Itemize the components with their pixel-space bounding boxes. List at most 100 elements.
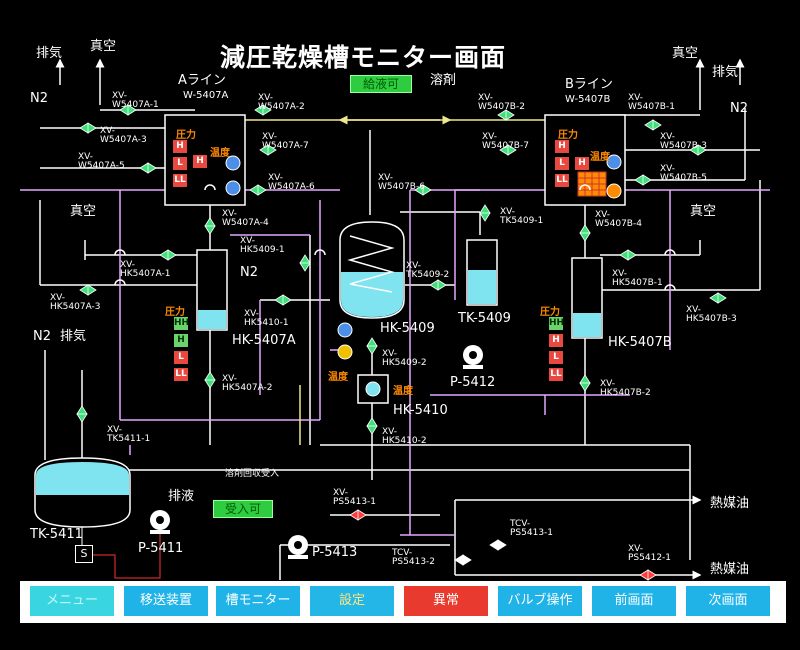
label-p5413: P-5413 bbox=[312, 545, 358, 560]
label-tk5411: TK-5411 bbox=[30, 527, 83, 542]
indicator-l-hka: L bbox=[174, 351, 188, 364]
label-hk5410: HK-5410 bbox=[393, 403, 448, 418]
tag-xvhk5407b3: XV- HK5407B-3 bbox=[686, 305, 737, 324]
tag-xvtk54111: XV- TK5411-1 bbox=[107, 425, 151, 444]
gauges bbox=[225, 154, 622, 360]
tag-xvhk54102: XV- HK5410-2 bbox=[382, 427, 427, 446]
indicator-ll-hkb: LL bbox=[549, 368, 563, 381]
vent-label-left: 排気 bbox=[36, 46, 63, 61]
indicator-l-hkb: L bbox=[549, 351, 563, 364]
label-hk5407a: HK-5407A bbox=[232, 333, 296, 348]
solvent-label: 溶剤 bbox=[430, 73, 457, 88]
line-a-tag: W-5407A bbox=[183, 90, 229, 101]
tag-xvhk54092: XV- HK5409-2 bbox=[382, 349, 427, 368]
vent-label-bottom: 排気 bbox=[60, 329, 87, 344]
tag-xv5407b2: XV- W5407B-2 bbox=[478, 93, 525, 112]
tag-xvtk54091: XV- TK5409-1 bbox=[500, 207, 544, 226]
temp-label-b: 温度 bbox=[590, 152, 610, 163]
tag-xv5407a2: XV- W5407A-2 bbox=[258, 93, 305, 112]
tag-xvps54131: XV- PS5413-1 bbox=[333, 488, 377, 507]
indicator-h-hka: H bbox=[174, 334, 188, 347]
white-lines bbox=[39, 58, 761, 580]
tag-xvhk5407b1: XV- HK5407B-1 bbox=[612, 269, 663, 288]
tag-xv5407a4: XV- W5407A-4 bbox=[222, 209, 269, 228]
vacuum-label-mid-left: 真空 bbox=[70, 204, 97, 219]
label-tk5409: TK-5409 bbox=[458, 311, 511, 326]
vacuum-label-right: 真空 bbox=[672, 46, 699, 61]
heat-oil-label-1: 熱媒油 bbox=[710, 496, 750, 511]
tag-xv5407a7: XV- W5407A-7 bbox=[262, 132, 309, 151]
indicator-ll-b: LL bbox=[555, 174, 569, 187]
n2-label-left: N2 bbox=[30, 91, 48, 106]
nav-valve-op-button[interactable]: バルブ操作 bbox=[498, 586, 582, 616]
tag-xv5407b5: XV- W5407B-5 bbox=[660, 164, 707, 183]
n2-label-right: N2 bbox=[730, 101, 748, 116]
line-b-label: Bライン bbox=[565, 77, 613, 92]
tag-xvhk5407a2: XV- HK5407A-2 bbox=[222, 374, 273, 393]
receive-ok-badge[interactable]: 受入可 bbox=[213, 500, 273, 518]
indicator-h-a: H bbox=[173, 140, 187, 153]
pressure-label-a: 圧力 bbox=[176, 130, 196, 141]
heater-grid bbox=[577, 171, 607, 197]
drain-label: 排液 bbox=[168, 489, 195, 504]
indicator-l-a: L bbox=[173, 157, 187, 170]
receive-note: 溶剤回収受入 bbox=[225, 469, 280, 479]
indicator-hh-hkb: HH bbox=[549, 317, 565, 330]
tag-tcv54131: TCV- PS5413-1 bbox=[510, 519, 554, 538]
label-p5412: P-5412 bbox=[450, 375, 496, 390]
vacuum-label-left: 真空 bbox=[90, 39, 117, 54]
pressure-label-b: 圧力 bbox=[558, 130, 578, 141]
indicator-ll-hka: LL bbox=[174, 368, 188, 381]
line-b-tag: W-5407B bbox=[565, 94, 611, 105]
label-hk5409: HK-5409 bbox=[380, 321, 435, 336]
tag-xv5407a1: XV- W5407A-1 bbox=[112, 91, 159, 110]
nav-menu-button[interactable]: メニュー bbox=[30, 586, 114, 616]
nav-tank-monitor-button[interactable]: 槽モニター bbox=[216, 586, 300, 616]
tag-xv5407b6: XV- W5407B-6 bbox=[378, 173, 425, 192]
label-p5411: P-5411 bbox=[138, 541, 184, 556]
tag-xvhk5407a1: XV- HK5407A-1 bbox=[120, 260, 171, 279]
tag-xvhk5407a3: XV- HK5407A-3 bbox=[50, 293, 101, 312]
tag-xvhk5407b2: XV- HK5407B-2 bbox=[600, 379, 651, 398]
nav-alarm-button[interactable]: 異常 bbox=[404, 586, 488, 616]
pump-p5413 bbox=[288, 535, 308, 559]
heat-oil-label-2: 熱媒油 bbox=[710, 562, 750, 577]
tag-xv5407a6: XV- W5407A-6 bbox=[268, 173, 315, 192]
temp-label-a: 温度 bbox=[210, 148, 230, 159]
tag-xv5407a5: XV- W5407A-5 bbox=[78, 152, 125, 171]
nav-settings-button[interactable]: 設定 bbox=[310, 586, 394, 616]
indicator-ll-a: LL bbox=[173, 174, 187, 187]
s-box: S bbox=[75, 545, 93, 563]
nav-next-button[interactable]: 次画面 bbox=[686, 586, 770, 616]
nav-bar: メニュー 移送装置 槽モニター 設定 異常 バルブ操作 前画面 次画面 bbox=[20, 581, 786, 623]
indicator-h-temp-b: H bbox=[575, 157, 589, 170]
nav-prev-button[interactable]: 前画面 bbox=[592, 586, 676, 616]
indicator-hh-hka: HH bbox=[174, 317, 190, 330]
pressure-label-hka: 圧力 bbox=[165, 307, 185, 318]
indicator-h-hkb: H bbox=[549, 334, 563, 347]
tag-xv5407b1: XV- W5407B-1 bbox=[628, 93, 675, 112]
supply-ok-badge[interactable]: 給液可 bbox=[350, 75, 412, 93]
indicator-h-b: H bbox=[555, 140, 569, 153]
tag-xvtk54092: XV- TK5409-2 bbox=[406, 261, 450, 280]
valves[interactable] bbox=[76, 104, 727, 581]
pump-p5412 bbox=[463, 345, 483, 369]
tag-xvhk54101: XV- HK5410-1 bbox=[244, 309, 289, 328]
temp-label-hk5410: 温度 bbox=[393, 386, 413, 397]
n2-label-bottom: N2 bbox=[33, 329, 51, 344]
page-title: 減圧乾燥槽モニター画面 bbox=[220, 43, 507, 72]
pressure-label-hkb: 圧力 bbox=[540, 307, 560, 318]
tag-xvps54121: XV- PS5412-1 bbox=[628, 544, 672, 563]
nav-transfer-button[interactable]: 移送装置 bbox=[124, 586, 208, 616]
line-a-label: Aライン bbox=[178, 73, 226, 88]
tag-xvhk54091: XV- HK5409-1 bbox=[240, 236, 285, 255]
tag-xv5407a3: XV- W5407A-3 bbox=[100, 126, 147, 145]
vent-label-right: 排気 bbox=[712, 65, 739, 80]
label-hk5407b: HK-5407B bbox=[608, 335, 672, 350]
temp-label-mid: 温度 bbox=[328, 372, 348, 383]
indicator-h-temp-a: H bbox=[193, 155, 207, 168]
n2-label-mid: N2 bbox=[240, 265, 258, 280]
tag-xv5407b7: XV- W5407B-7 bbox=[482, 132, 529, 151]
